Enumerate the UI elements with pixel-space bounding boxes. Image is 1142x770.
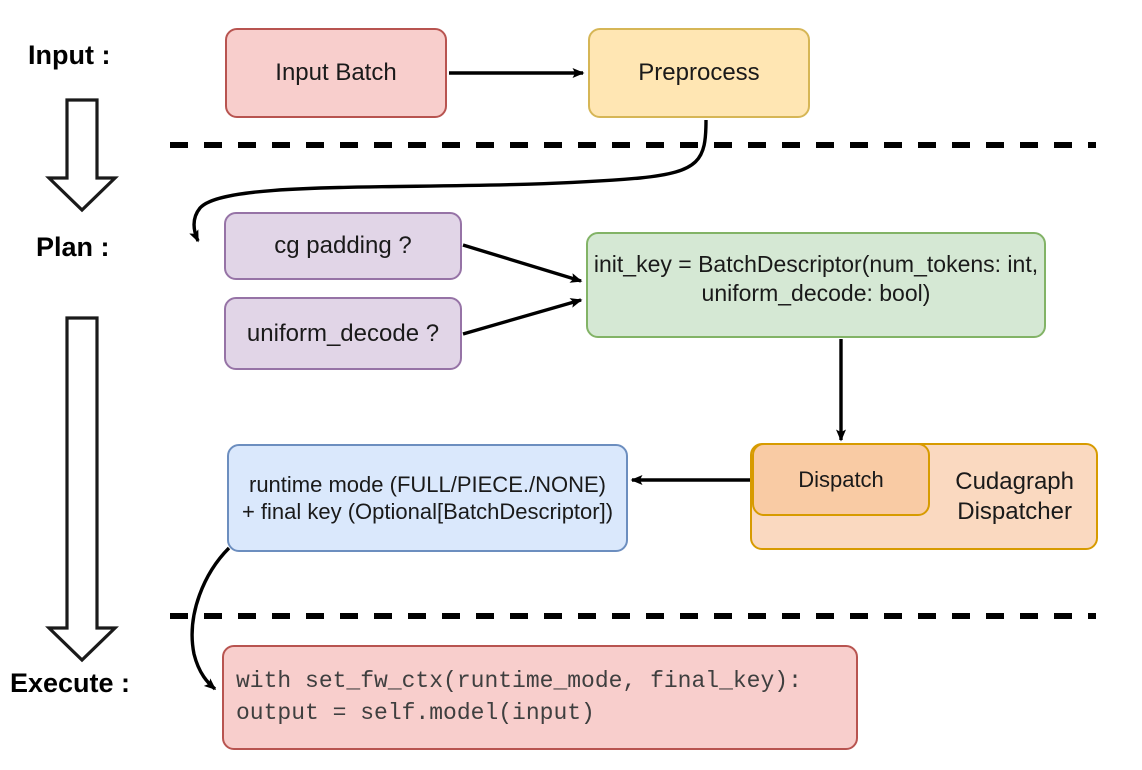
stage-label-execute: Execute :	[10, 668, 131, 698]
edge-uniform-decode-to-init-key	[462, 298, 583, 336]
plan-to-execute-block-arrow	[45, 316, 119, 663]
stage-label-plan: Plan :	[36, 232, 110, 262]
node-input-batch[interactable]: Input Batch	[225, 28, 447, 118]
node-dispatch[interactable]: Dispatch	[752, 443, 930, 516]
node-uniform-decode[interactable]: uniform_decode ?	[224, 297, 462, 370]
node-cg-padding[interactable]: cg padding ?	[224, 212, 462, 280]
node-execute-code[interactable]: with set_fw_ctx(runtime_mode, final_key)…	[222, 645, 858, 750]
node-init-key[interactable]: init_key = BatchDescriptor(num_tokens: i…	[586, 232, 1046, 338]
node-runtime-mode[interactable]: runtime mode (FULL/PIECE./NONE) + final …	[227, 444, 628, 552]
input-to-plan-block-arrow	[45, 98, 119, 213]
node-preprocess[interactable]: Preprocess	[588, 28, 810, 118]
stage-label-input: Input :	[28, 40, 111, 70]
edge-cg-padding-to-init-key	[462, 243, 583, 283]
